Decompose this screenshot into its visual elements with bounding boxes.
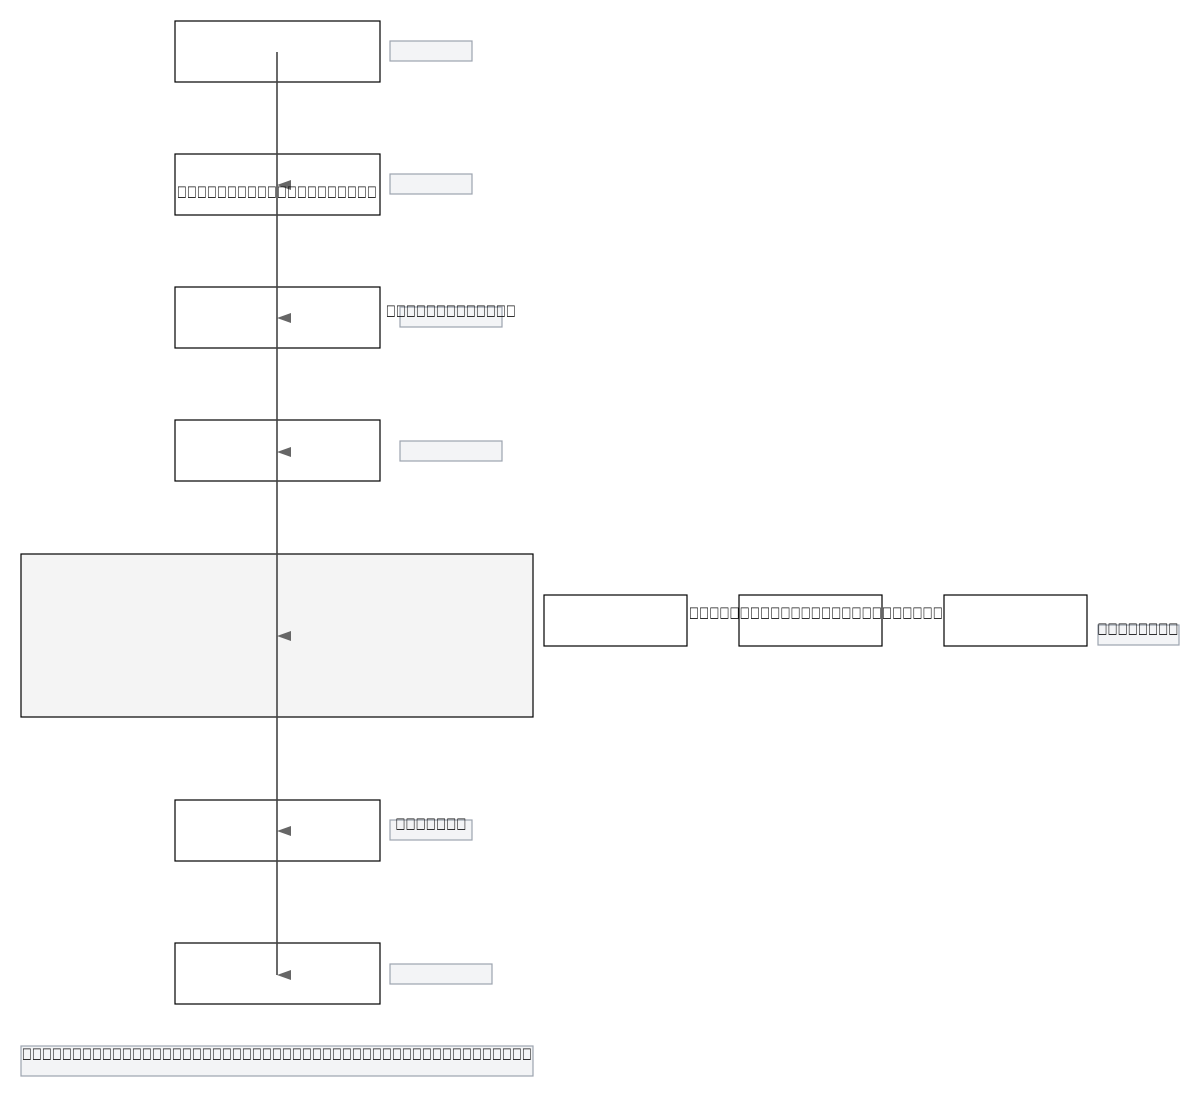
side-box-2 [738, 594, 883, 647]
step-2-label: □□□□□□□□□□□□□□□□□□□□ [177, 182, 377, 200]
note-box-7 [389, 963, 493, 985]
step-3-note-label: □□□□□□□□□□□□□ [386, 301, 516, 319]
note-box-4 [399, 440, 503, 462]
footer-note-box [20, 1045, 534, 1077]
note-box-6 [389, 819, 473, 841]
side-3-note-label: □□□□□□□□ [1098, 619, 1179, 637]
note-box-3 [399, 306, 503, 328]
side-2-to-3-label: □□□□□□□□□□□□□□□□□□□□□□□□□ [689, 603, 943, 621]
side-box-1 [543, 594, 688, 647]
note-box-2 [389, 173, 473, 195]
step-6-note-label: □□□□□□□ [396, 814, 467, 832]
note-box-side-3 [1097, 624, 1180, 646]
footer-note-label: □□□□□□□□□□□□□□□□□□□□□□□□□□□□□□□□□□□□□□□□… [22, 1044, 532, 1062]
side-box-3 [943, 594, 1088, 647]
note-box-1 [389, 40, 473, 62]
